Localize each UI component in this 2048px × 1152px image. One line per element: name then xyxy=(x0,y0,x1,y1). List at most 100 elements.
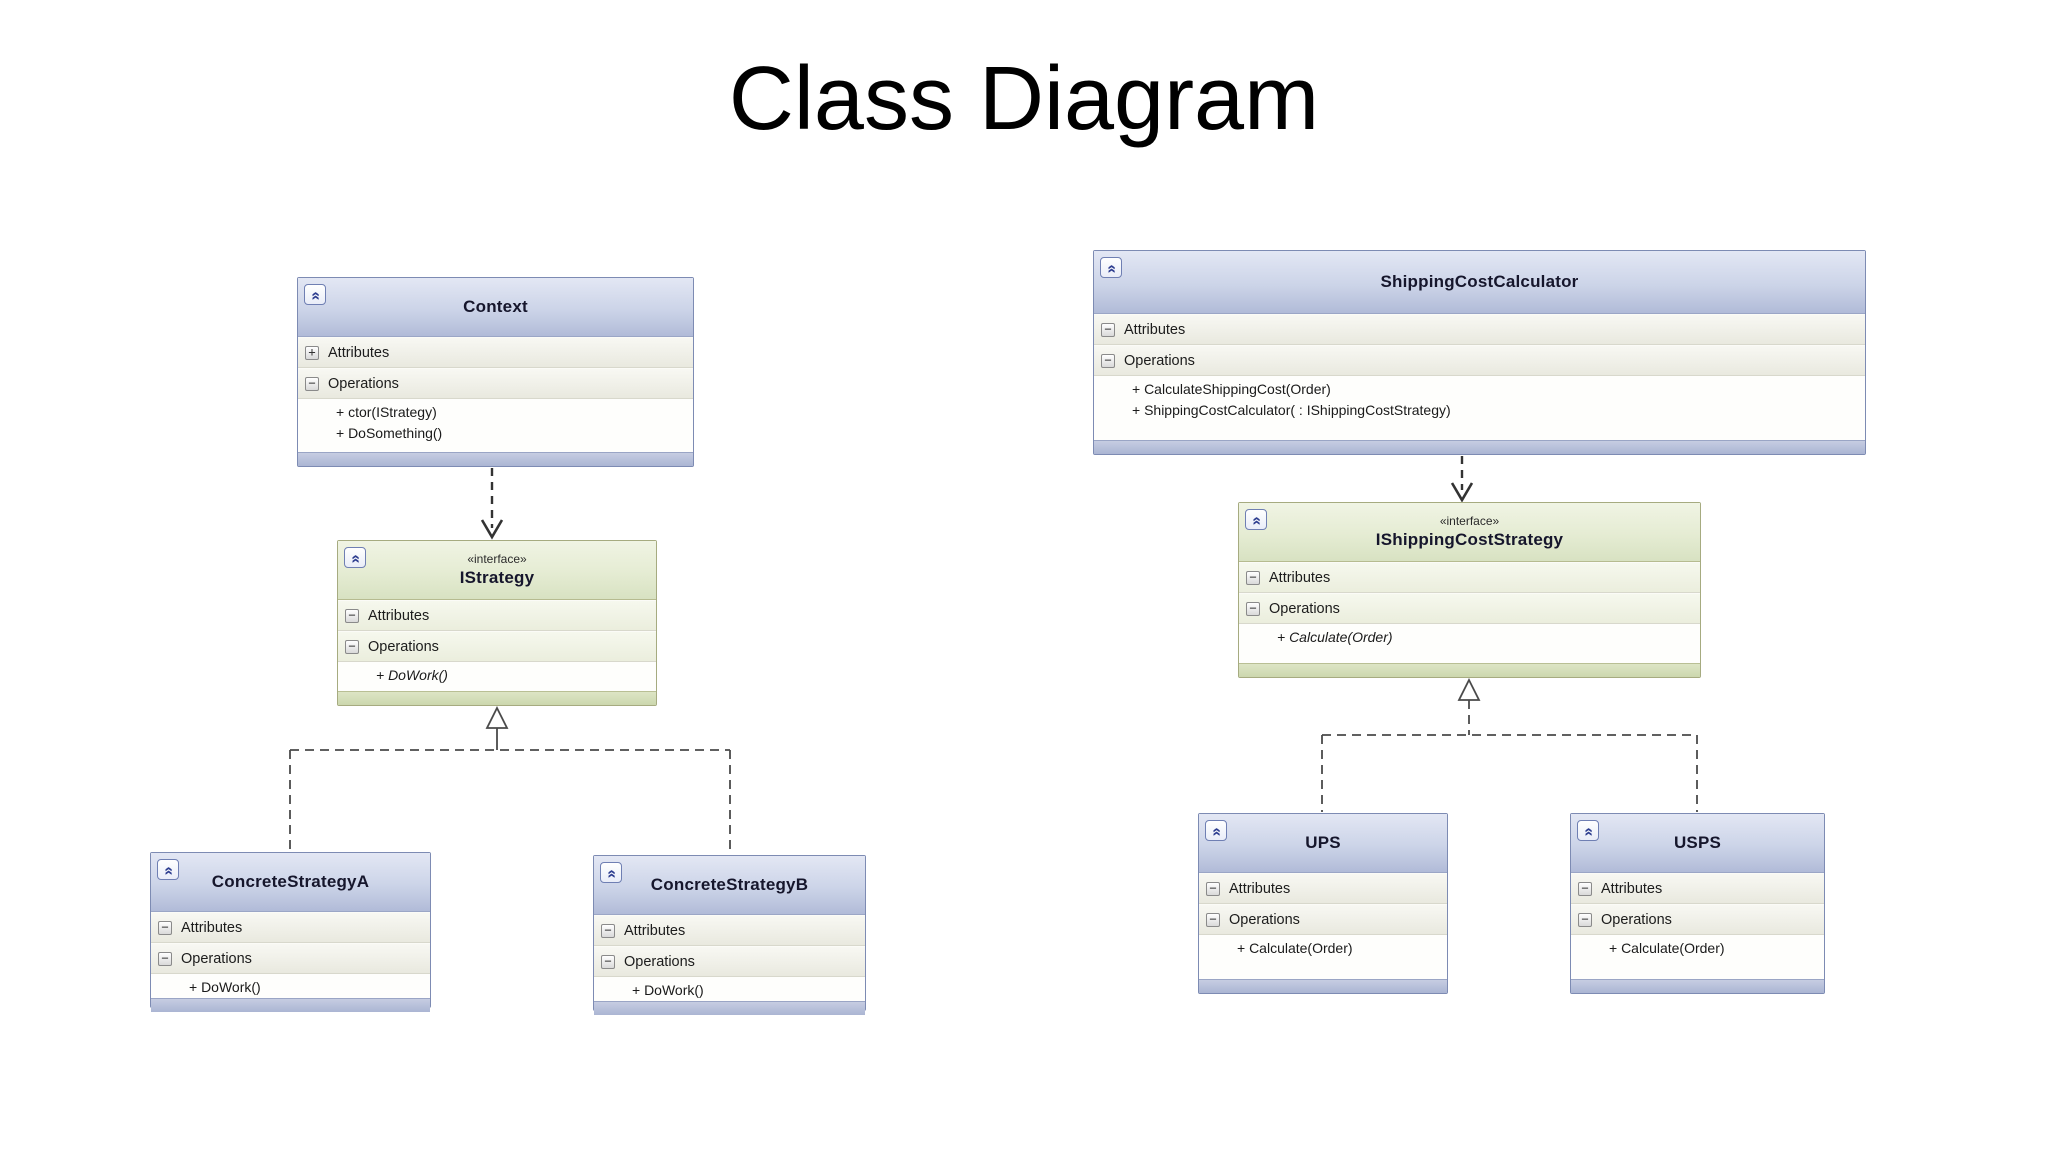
class-header[interactable]: « «interface» IStrategy xyxy=(338,541,656,600)
expander-minus-icon[interactable]: − xyxy=(1578,881,1592,896)
operations-row[interactable]: − Operations xyxy=(1239,593,1700,624)
operation-item: + DoWork() xyxy=(376,667,448,683)
class-header[interactable]: « ConcreteStrategyA xyxy=(151,853,430,912)
operation-item: + Calculate(Order) xyxy=(1609,940,1725,956)
class-name: ConcreteStrategyB xyxy=(650,875,809,894)
attributes-label: Attributes xyxy=(368,607,430,624)
operations-label: Operations xyxy=(1269,600,1340,617)
dependency-arrow-scc-iscs xyxy=(1450,456,1474,503)
collapse-chevron-icon[interactable]: « xyxy=(600,862,622,883)
stereotype-label: «interface» xyxy=(467,552,527,566)
attributes-row[interactable]: − Attributes xyxy=(1571,873,1824,904)
operations-label: Operations xyxy=(1124,352,1195,369)
operations-row[interactable]: − Operations xyxy=(151,943,430,974)
expander-minus-icon[interactable]: − xyxy=(1206,912,1220,927)
collapse-chevron-icon[interactable]: « xyxy=(1205,820,1227,841)
stereotype-label: «interface» xyxy=(1439,514,1500,528)
expander-minus-icon[interactable]: − xyxy=(601,923,615,938)
collapse-chevron-icon[interactable]: « xyxy=(304,284,326,305)
attributes-row[interactable]: − Attributes xyxy=(1239,562,1700,593)
attributes-row[interactable]: − Attributes xyxy=(151,912,430,943)
operations-label: Operations xyxy=(1229,911,1300,928)
page-title: Class Diagram xyxy=(728,49,1320,149)
class-name: USPS xyxy=(1673,833,1722,852)
operations-label: Operations xyxy=(328,375,399,392)
expander-minus-icon[interactable]: − xyxy=(158,951,172,966)
footer-strip xyxy=(1199,979,1447,993)
operations-row[interactable]: − Operations xyxy=(338,631,656,662)
footer-strip xyxy=(1239,663,1700,677)
hollow-triangle-arrowhead xyxy=(1457,677,1481,701)
expander-minus-icon[interactable]: − xyxy=(158,920,172,935)
class-header[interactable]: « UPS xyxy=(1199,814,1447,873)
expander-minus-icon[interactable]: − xyxy=(345,608,359,623)
expander-minus-icon[interactable]: − xyxy=(1101,353,1115,368)
class-box-ups: « UPS − Attributes − Operations + Calcul… xyxy=(1198,813,1448,994)
expander-minus-icon[interactable]: − xyxy=(1246,570,1260,585)
operations-list: + ctor(IStrategy) + DoSomething() xyxy=(298,399,693,452)
class-box-concretestrategya: « ConcreteStrategyA − Attributes − Opera… xyxy=(150,852,431,1012)
expander-minus-icon[interactable]: − xyxy=(345,639,359,654)
class-header[interactable]: « USPS xyxy=(1571,814,1824,873)
operations-list: + Calculate(Order) xyxy=(1571,935,1824,979)
expander-minus-icon[interactable]: − xyxy=(1578,912,1592,927)
hollow-triangle-arrowhead xyxy=(485,705,509,729)
expander-minus-icon[interactable]: − xyxy=(1206,881,1220,896)
attributes-row[interactable]: + Attributes xyxy=(298,337,693,368)
collapse-chevron-icon[interactable]: « xyxy=(1245,509,1267,530)
operations-list: + Calculate(Order) xyxy=(1199,935,1447,979)
operations-list: + Calculate(Order) xyxy=(1239,624,1700,663)
expander-minus-icon[interactable]: − xyxy=(1246,601,1260,616)
operation-item: + DoSomething() xyxy=(336,425,443,441)
attributes-label: Attributes xyxy=(1269,569,1331,586)
operations-row[interactable]: − Operations xyxy=(1571,904,1824,935)
attributes-label: Attributes xyxy=(1124,321,1186,338)
attributes-row[interactable]: − Attributes xyxy=(1199,873,1447,904)
operation-item: + Calculate(Order) xyxy=(1237,940,1353,956)
collapse-chevron-icon[interactable]: « xyxy=(157,859,179,880)
footer-strip xyxy=(151,998,430,1012)
collapse-chevron-icon[interactable]: « xyxy=(1577,820,1599,841)
attributes-label: Attributes xyxy=(624,922,686,939)
expander-plus-icon[interactable]: + xyxy=(305,345,319,360)
expander-minus-icon[interactable]: − xyxy=(601,954,615,969)
operation-item: + DoWork() xyxy=(189,979,261,995)
class-header[interactable]: « «interface» IShippingCostStrategy xyxy=(1239,503,1700,562)
class-name: IStrategy xyxy=(459,568,535,587)
realization-connector-istrategy xyxy=(289,705,731,854)
class-box-shippingcostcalculator: « ShippingCostCalculator − Attributes − … xyxy=(1093,250,1866,455)
footer-strip xyxy=(338,691,656,705)
class-header[interactable]: « ShippingCostCalculator xyxy=(1094,251,1865,314)
attributes-row[interactable]: − Attributes xyxy=(338,600,656,631)
class-box-concretestrategyb: « ConcreteStrategyB − Attributes − Opera… xyxy=(593,855,866,1015)
operations-list: + DoWork() xyxy=(338,662,656,691)
attributes-label: Attributes xyxy=(1601,880,1663,897)
attributes-label: Attributes xyxy=(181,919,243,936)
operations-row[interactable]: − Operations xyxy=(1094,345,1865,376)
operation-item: + ShippingCostCalculator( : IShippingCos… xyxy=(1132,402,1451,418)
class-name: IShippingCostStrategy xyxy=(1375,530,1564,549)
operations-label: Operations xyxy=(368,638,439,655)
operation-item: + ctor(IStrategy) xyxy=(336,404,437,420)
operations-list: + DoWork() xyxy=(594,977,865,1001)
class-box-context: « Context + Attributes − Operations + ct… xyxy=(297,277,694,467)
footer-strip xyxy=(594,1001,865,1015)
operations-row[interactable]: − Operations xyxy=(298,368,693,399)
operations-list: + DoWork() xyxy=(151,974,430,998)
class-header[interactable]: « Context xyxy=(298,278,693,337)
expander-minus-icon[interactable]: − xyxy=(305,376,319,391)
operation-item: + DoWork() xyxy=(632,982,704,998)
class-header[interactable]: « ConcreteStrategyB xyxy=(594,856,865,915)
expander-minus-icon[interactable]: − xyxy=(1101,322,1115,337)
collapse-chevron-icon[interactable]: « xyxy=(344,547,366,568)
attributes-row[interactable]: − Attributes xyxy=(1094,314,1865,345)
operations-label: Operations xyxy=(181,950,252,967)
footer-strip xyxy=(1571,979,1824,993)
operations-row[interactable]: − Operations xyxy=(1199,904,1447,935)
operations-row[interactable]: − Operations xyxy=(594,946,865,977)
collapse-chevron-icon[interactable]: « xyxy=(1100,257,1122,278)
operations-label: Operations xyxy=(624,953,695,970)
attributes-row[interactable]: − Attributes xyxy=(594,915,865,946)
attributes-label: Attributes xyxy=(328,344,390,361)
